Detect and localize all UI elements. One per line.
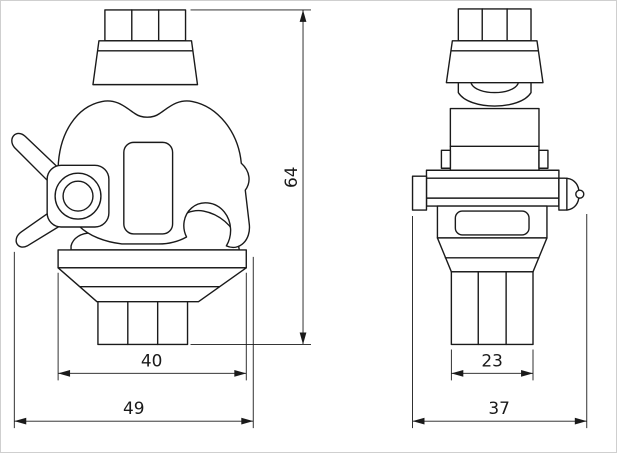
side-view — [411, 8, 585, 346]
front-lower-jaw — [57, 209, 247, 346]
side-dome — [457, 81, 532, 107]
dimension-value-64: 64 — [281, 166, 301, 188]
front-view — [11, 9, 251, 346]
side-left-tab — [440, 149, 452, 169]
dimension-value-37: 37 — [488, 398, 510, 418]
dim-49-extension-lines — [13, 251, 254, 429]
dimension-value-49: 49 — [123, 398, 145, 418]
front-conical-washer — [92, 40, 199, 86]
dimension-width-37: 37 — [412, 214, 588, 429]
side-hex-bolt-head — [457, 8, 532, 42]
side-dome-arc-line — [470, 82, 519, 94]
side-cone-tip-nub — [575, 189, 585, 199]
side-right-tab — [538, 149, 549, 169]
dimension-width-23: 23 — [450, 349, 534, 381]
side-mid-plate — [411, 169, 585, 211]
front-dimensions: 64 40 49 — [13, 9, 311, 429]
front-pivot-inner-circle — [62, 180, 94, 212]
front-lower-taper — [57, 267, 247, 303]
dimension-width-40: 40 — [57, 272, 247, 381]
front-hex-facet-lines — [131, 9, 160, 42]
front-bottom-block — [97, 300, 189, 346]
side-hex-facet-lines — [481, 8, 508, 42]
side-lower-taper — [436, 237, 548, 273]
front-bolt-assembly — [92, 9, 199, 86]
dim-64-extension-lines — [190, 9, 311, 345]
front-pivot-boss — [46, 164, 110, 228]
side-conical-washer — [445, 40, 544, 84]
dimension-value-23: 23 — [481, 350, 503, 370]
front-lower-band — [57, 249, 247, 269]
side-left-end-cap — [411, 175, 428, 211]
dimension-width-49: 49 — [13, 251, 254, 429]
side-plate-lamination-lines — [425, 177, 560, 199]
dim-40-extension-lines — [57, 272, 247, 381]
side-bottom-block — [450, 271, 534, 346]
front-bottom-facet-lines — [127, 300, 159, 346]
dim-37-extension-lines — [412, 214, 588, 429]
dim-23-extension-lines — [450, 349, 534, 381]
dimension-value-40: 40 — [141, 350, 163, 370]
side-plate-body — [425, 169, 560, 207]
side-upper-body-block — [449, 107, 540, 173]
side-upper-body — [440, 107, 549, 173]
dimension-height-64: 64 — [190, 9, 311, 345]
side-housing-inner-plate — [454, 210, 530, 236]
front-hex-bolt-head — [104, 9, 187, 42]
front-center-channel — [123, 141, 174, 235]
side-bottom-facet-lines — [477, 271, 507, 346]
side-dimensions: 23 37 — [412, 214, 588, 429]
side-bolt-assembly — [445, 8, 544, 107]
side-lower-housing — [436, 205, 548, 346]
